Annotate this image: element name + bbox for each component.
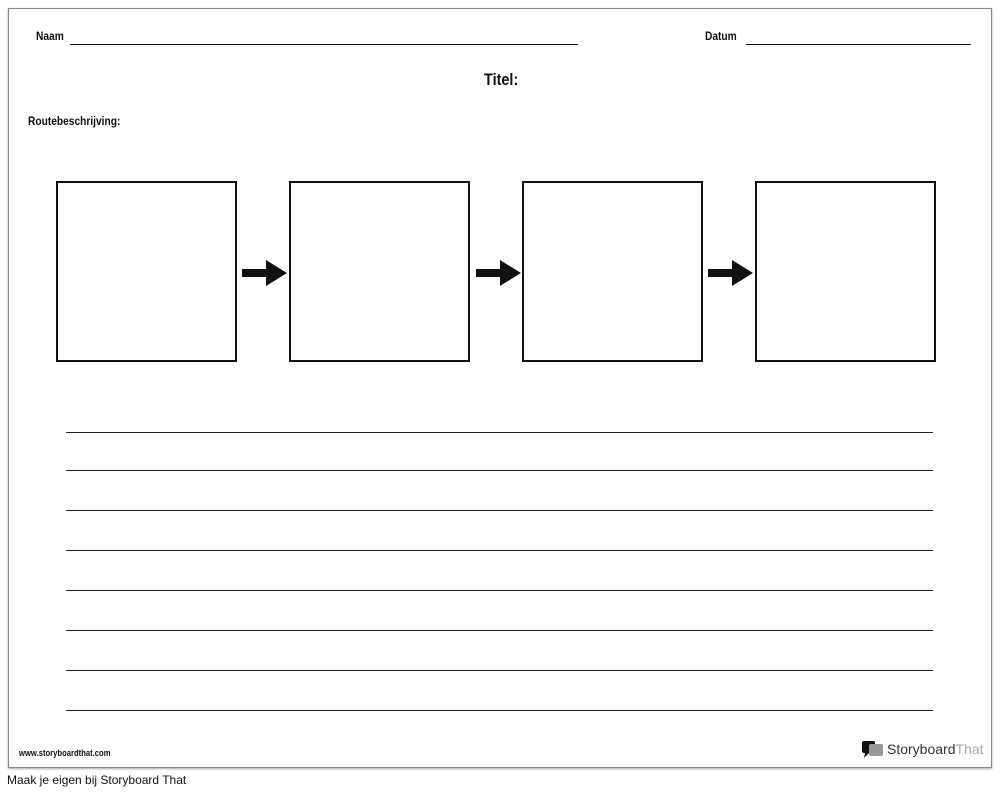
arrow-right-icon — [242, 260, 287, 286]
step-box-3 — [522, 181, 703, 362]
writing-line — [66, 590, 933, 591]
directions-label: Routebeschrijving: — [28, 114, 121, 128]
arrow-right-icon — [476, 260, 521, 286]
date-label: Datum — [705, 29, 737, 43]
name-line — [70, 44, 578, 45]
worksheet — [8, 8, 992, 768]
writing-line — [66, 630, 933, 631]
name-label: Naam — [36, 29, 64, 43]
title-label: Titel: — [484, 70, 519, 89]
speech-bubble-icon — [862, 741, 883, 758]
writing-line — [66, 670, 933, 671]
writing-line — [66, 550, 933, 551]
step-box-4 — [755, 181, 936, 362]
writing-line — [66, 470, 933, 471]
writing-line — [66, 432, 933, 433]
step-box-1 — [56, 181, 237, 362]
writing-line — [66, 710, 933, 711]
caption-link[interactable]: Maak je eigen bij Storyboard That — [7, 773, 187, 787]
arrow-right-icon — [708, 260, 753, 286]
logo-text-that: That — [955, 741, 984, 757]
footer-url: www.storyboardthat.com — [19, 748, 111, 758]
writing-line — [66, 510, 933, 511]
step-box-2 — [289, 181, 470, 362]
date-line — [746, 44, 971, 45]
logo-text: Storyboard — [887, 741, 956, 757]
